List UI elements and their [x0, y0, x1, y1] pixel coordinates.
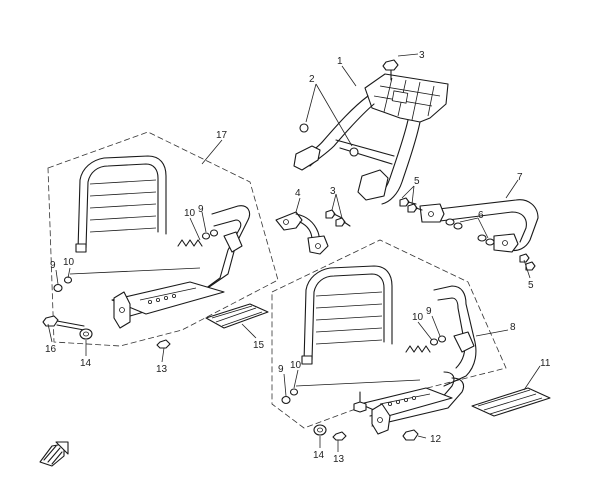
- right-spring: [281, 335, 447, 405]
- left-backrest-frame: [75, 155, 167, 253]
- nuts-6: [445, 218, 495, 246]
- callout-8: 8: [510, 322, 516, 333]
- callout-10-far-left: 10: [63, 257, 75, 268]
- callout-7: 7: [517, 172, 523, 183]
- callout-14-left: 14: [80, 358, 92, 369]
- footpad-11: [471, 387, 551, 417]
- bushing-14-right: [313, 424, 327, 436]
- callout-10-right: 10: [412, 312, 424, 323]
- right-footrest-arm: [353, 285, 477, 435]
- callout-9-left: 9: [198, 204, 204, 215]
- callout-14-right: 14: [313, 450, 325, 461]
- callout-6: 6: [478, 210, 484, 221]
- group-outline-right: [271, 239, 507, 429]
- callout-15: 15: [253, 340, 265, 351]
- bolt-16: [42, 315, 85, 331]
- callout-13-right: 13: [333, 454, 345, 465]
- bolt-12: [402, 429, 419, 441]
- callout-labels: 1 2 3 3 4 5 5 6 7 17 10 9 9 10 16 14 13 …: [45, 50, 551, 465]
- callout-11: 11: [540, 358, 551, 369]
- callout-5-top: 5: [414, 176, 420, 187]
- nut-13-left: [156, 339, 171, 349]
- cap-2-right: [349, 147, 359, 157]
- leader-lines: [47, 53, 541, 452]
- callout-5-bottom: 5: [528, 280, 534, 291]
- bushing-14-left: [79, 328, 93, 340]
- callout-4: 4: [295, 188, 301, 199]
- center-bracket: [275, 211, 329, 255]
- left-spring: [53, 229, 219, 293]
- callout-10-left: 10: [184, 208, 196, 219]
- callout-3-bracket: 3: [330, 186, 336, 197]
- callout-9-right: 9: [426, 306, 432, 317]
- callout-16: 16: [45, 344, 57, 355]
- cap-2-left: [299, 123, 309, 133]
- nut-13-right: [332, 431, 347, 441]
- callout-13-left: 13: [156, 364, 168, 375]
- left-footrest-arm: [111, 205, 251, 329]
- callout-2: 2: [309, 74, 315, 85]
- callout-9-far-left: 9: [50, 260, 56, 271]
- callout-17: 17: [216, 130, 228, 141]
- callout-1: 1: [337, 56, 343, 67]
- right-backrest-frame: [301, 265, 393, 365]
- group-outline-left: [47, 131, 279, 347]
- rear-rack: [293, 73, 449, 205]
- grab-rail: [419, 199, 539, 253]
- callout-12: 12: [430, 434, 442, 445]
- callout-10-far-right: 10: [290, 360, 302, 371]
- footpad-15: [205, 303, 269, 329]
- callout-3-top: 3: [419, 50, 425, 61]
- bolt-3-top: [382, 59, 399, 81]
- callout-9-far-right: 9: [278, 364, 284, 375]
- arrow-badge-icon: [39, 441, 69, 467]
- bolts-3-bracket: [325, 209, 351, 227]
